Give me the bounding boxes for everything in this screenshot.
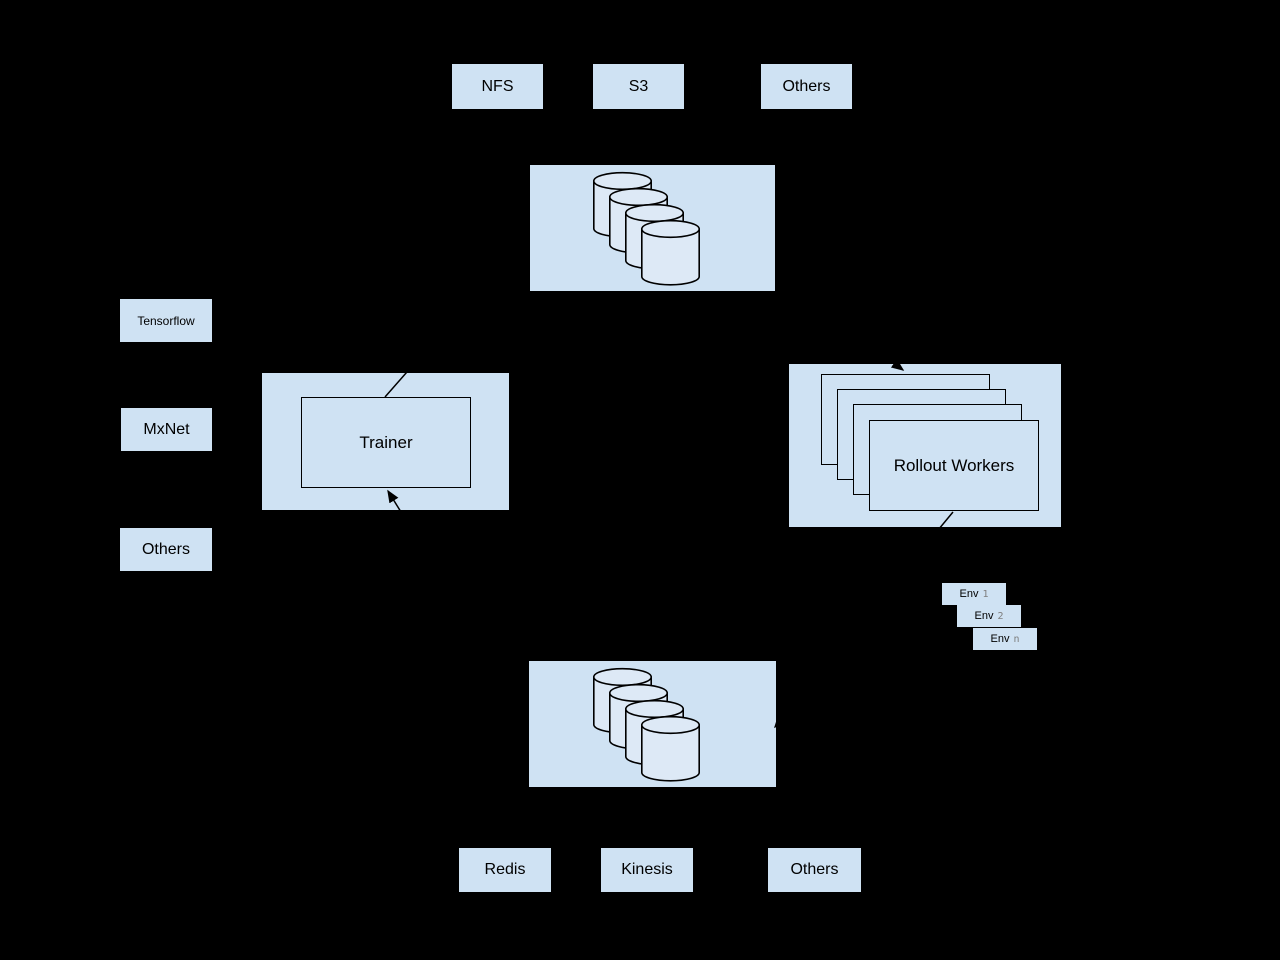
rollout-workers-label: Rollout Workers [893,455,1015,475]
trainer-box: Trainer [301,397,471,488]
storage-backend-label: Others [782,77,831,95]
env-index: 2 [997,610,1004,622]
arrow-datastore-to-rollout [797,291,905,371]
storage-backend-s3: S3 [593,64,684,109]
framework-label: Others [141,540,190,558]
framework-label: Tensorflow [137,313,195,328]
memory-backend-others: Others [768,848,861,892]
rollout-workers-panel: Rollout Workers [789,364,1061,527]
trainer-label: Trainer [359,432,413,452]
arrow-buffer-to-redis [506,795,541,848]
datastore-top-panel [530,165,775,291]
env-index: 1 [982,588,989,600]
database-stack-icon [529,661,776,787]
database-stack-icon [530,165,775,291]
storage-backend-label: NFS [481,77,514,95]
storage-backend-others: Others [761,64,852,109]
storage-backend-label: S3 [628,77,649,95]
framework-others: Others [120,528,212,571]
env-label: Env [990,633,1010,645]
framework-mxnet: MxNet [121,408,212,451]
memory-backend-label: Kinesis [621,861,673,878]
memory-backend-label: Redis [484,861,526,878]
memory-backend-label: Others [790,861,839,878]
datastore-bottom-panel [529,661,776,787]
rollout-workers-box: Rollout Workers [869,420,1039,511]
env-label: Env [974,610,994,622]
env-index: n [1013,633,1020,645]
memory-backend-redis: Redis [459,848,551,892]
framework-tensorflow: Tensorflow [120,299,212,342]
env-label: Env [959,588,979,600]
arrow-rollout-to-buffer [774,511,954,729]
framework-label: MxNet [143,420,190,438]
memory-backend-kinesis: Kinesis [601,848,693,892]
trainer-panel: Trainer [262,373,509,510]
storage-backend-nfs: NFS [452,64,543,109]
